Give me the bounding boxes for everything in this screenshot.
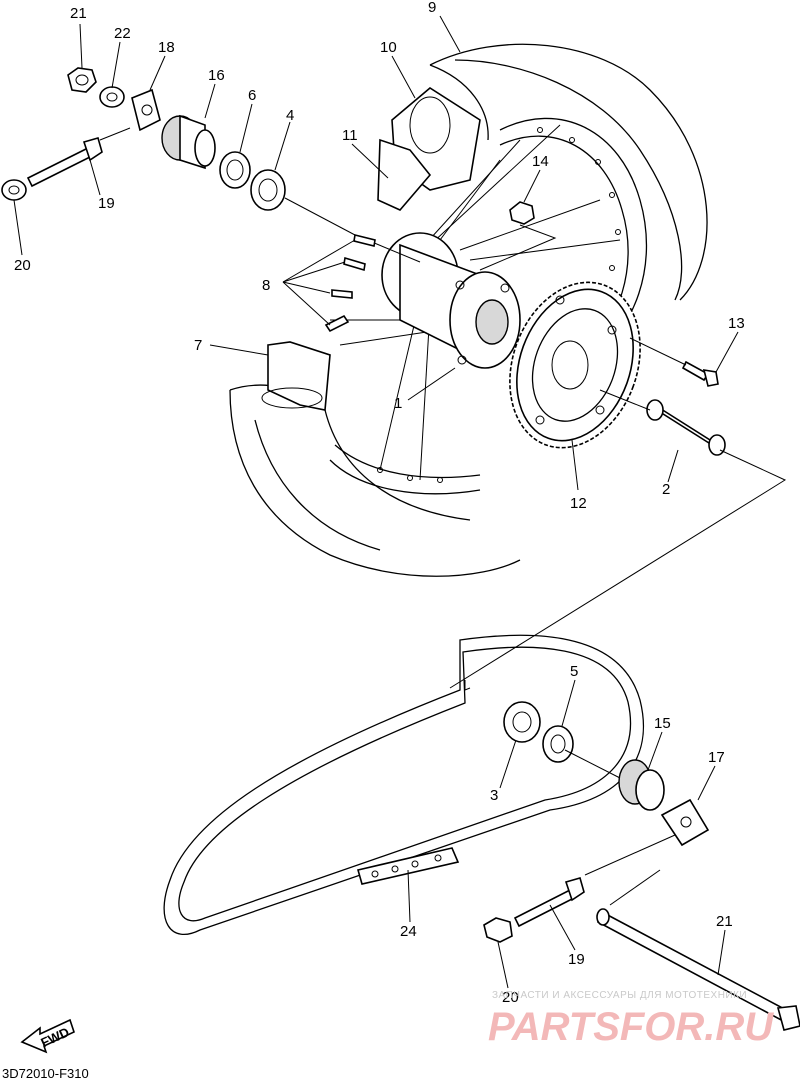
master-link-24 xyxy=(357,847,460,885)
callout-24: 24 xyxy=(400,923,417,940)
rear-sprocket xyxy=(509,281,641,449)
oil-seal-6 xyxy=(219,151,251,189)
diagram-code: 3D72010-F310 xyxy=(2,1066,89,1081)
spacer-2 xyxy=(646,399,726,456)
callout-23: 22 xyxy=(114,25,131,42)
bearing-3 xyxy=(503,701,541,743)
callout-8: 8 xyxy=(262,277,270,294)
adjust-plate-17 xyxy=(660,798,710,847)
callout-4: 4 xyxy=(286,107,294,124)
drive-chain xyxy=(163,634,645,936)
callout-19-bottom: 19 xyxy=(568,951,585,968)
bolt-13 xyxy=(681,360,719,387)
nut-20-bottom xyxy=(483,917,513,943)
nut-22 xyxy=(67,67,97,93)
callout-14: 14 xyxy=(532,153,549,170)
collar-15 xyxy=(618,759,665,811)
callout-3: 3 xyxy=(490,787,498,804)
bolt-19-top xyxy=(26,137,103,188)
callout-21: 21 xyxy=(716,913,733,930)
callout-2: 2 xyxy=(662,481,670,498)
callout-20-top: 20 xyxy=(14,257,31,274)
callout-12: 12 xyxy=(570,495,587,512)
watermark: ЗАПЧАСТИ И АКСЕССУАРЫ ДЛЯ МОТОТЕХНИКИ PA… xyxy=(488,990,774,1049)
callout-10: 10 xyxy=(380,39,397,56)
callout-22: 21 xyxy=(70,5,87,22)
oil-seal-5 xyxy=(542,725,574,763)
brake-cover-7 xyxy=(261,341,331,411)
callout-11: 11 xyxy=(342,127,358,144)
watermark-brand: PARTSFOR.RU xyxy=(488,1005,774,1049)
fwd-arrow-icon: FWD xyxy=(20,1018,75,1054)
leader-lines xyxy=(13,15,739,989)
rim-holes xyxy=(377,127,621,483)
axle-21 xyxy=(596,908,800,1031)
nut-20-top xyxy=(1,179,27,201)
callout-1: 1 xyxy=(394,395,402,412)
spokes xyxy=(330,124,621,481)
callout-16: 16 xyxy=(208,67,225,84)
callout-5: 5 xyxy=(570,663,578,680)
fwd-label: FWD xyxy=(38,1024,71,1050)
collar-16 xyxy=(161,114,216,170)
callout-labels: 21 22 18 16 6 4 19 20 8 9 10 11 14 13 7 … xyxy=(14,0,745,1006)
callout-9: 9 xyxy=(428,0,436,16)
callout-19-top: 19 xyxy=(98,195,115,212)
bolt-19-bottom xyxy=(513,877,585,928)
callout-6: 6 xyxy=(248,87,256,104)
wheel-hub xyxy=(381,232,521,369)
nut-14 xyxy=(509,201,535,225)
callout-17: 17 xyxy=(708,749,725,766)
guard-11 xyxy=(377,138,432,211)
washer-23 xyxy=(99,86,125,108)
callout-15: 15 xyxy=(654,715,671,732)
callout-18: 18 xyxy=(158,39,175,56)
callout-20-bottom: 20 xyxy=(502,989,519,1006)
callout-13: 13 xyxy=(728,315,745,332)
watermark-tagline: ЗАПЧАСТИ И АКСЕССУАРЫ ДЛЯ МОТОТЕХНИКИ xyxy=(492,990,747,1001)
adjust-plate-18 xyxy=(131,88,161,132)
bolts-8 xyxy=(324,234,376,333)
callout-7: 7 xyxy=(194,337,202,354)
bearing-4 xyxy=(250,169,286,211)
